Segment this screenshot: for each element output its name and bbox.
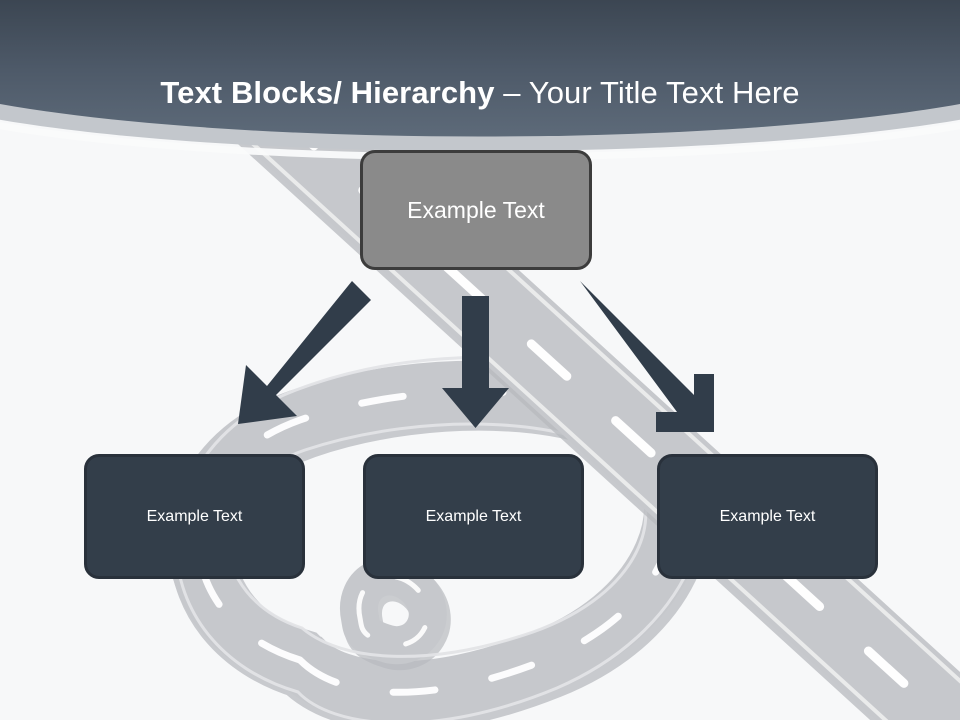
node-child-center[interactable]: Example Text xyxy=(363,454,584,579)
arrow-to-left-node xyxy=(238,281,371,424)
node-top[interactable]: Example Text xyxy=(360,150,592,270)
node-child-right[interactable]: Example Text xyxy=(657,454,878,579)
arrow-to-right-node xyxy=(580,281,714,432)
arrow-to-center-node xyxy=(442,296,509,428)
page-title-bold: Text Blocks/ Hierarchy xyxy=(160,74,504,110)
page-title-regular: Your Title Text Here xyxy=(528,74,800,110)
page-title-separator: – xyxy=(503,74,529,110)
node-child-left[interactable]: Example Text xyxy=(84,454,305,579)
page-title: Text Blocks/ Hierarchy – Your Title Text… xyxy=(0,74,960,112)
